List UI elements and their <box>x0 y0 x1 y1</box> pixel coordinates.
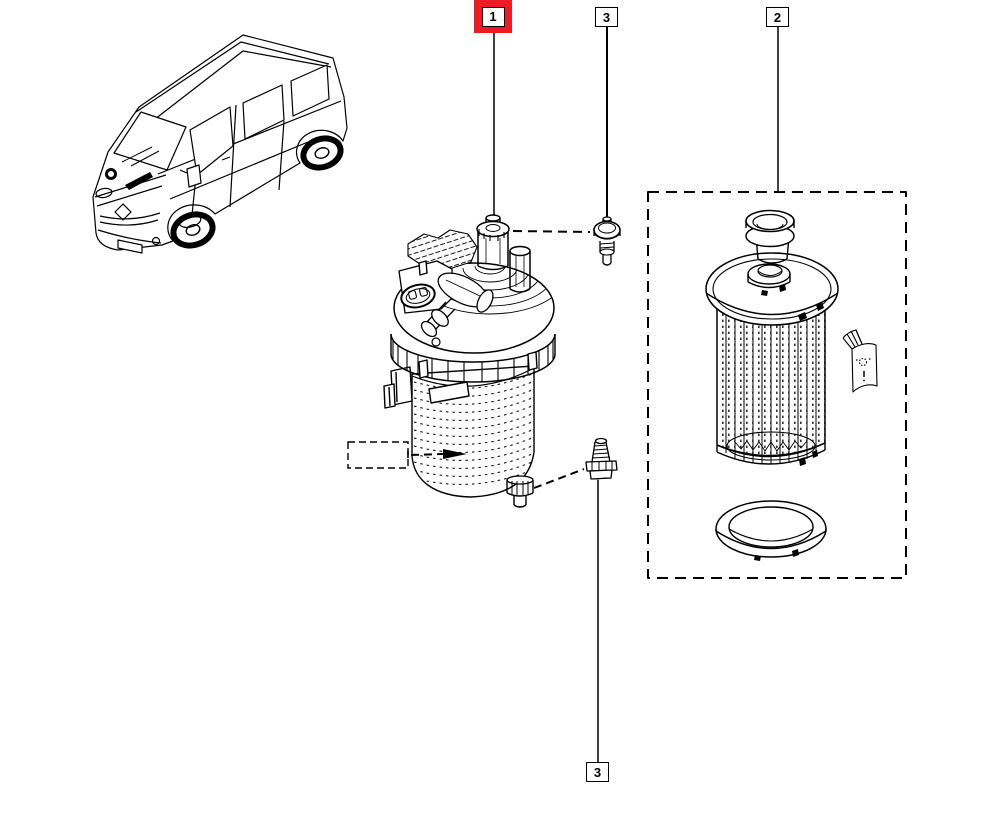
heater-cylinder <box>437 272 494 313</box>
sensor-top-dashed-leader <box>512 230 591 233</box>
van-windshield <box>113 111 187 171</box>
fuel-filter-housing-assembly[interactable] <box>383 214 565 508</box>
van-front-emblem-circle <box>105 168 117 180</box>
sensor-bottom-dashed-leader <box>533 468 585 489</box>
pointer-arrow <box>443 449 467 459</box>
instruction-booklet-icon <box>842 329 878 393</box>
van-illustration <box>92 34 348 254</box>
van-fog-light <box>151 236 161 246</box>
callout-1-label: 1 <box>489 9 497 24</box>
callout-2[interactable]: 2 <box>766 7 789 27</box>
element-cap <box>745 209 795 264</box>
central-port <box>476 214 510 271</box>
canister-curvature-hatching <box>413 373 533 485</box>
lid-hatched-surface <box>407 229 478 270</box>
van-license-plate <box>117 239 143 254</box>
hose-barb-fitting <box>420 301 456 347</box>
element-top-plate <box>705 252 839 326</box>
callout-3-top[interactable]: 3 <box>595 7 618 27</box>
van-rear-wheel <box>300 135 344 171</box>
callout-2-label: 2 <box>773 9 782 25</box>
callout-3-bottom[interactable]: 3 <box>586 762 609 782</box>
sensor-screw-top[interactable] <box>593 216 621 266</box>
van-middle-window <box>242 84 285 140</box>
callout-leader-lines <box>493 27 779 762</box>
secondary-port <box>509 245 531 293</box>
electrical-connector <box>398 260 454 314</box>
callout-3-bottom-label: 3 <box>593 764 602 780</box>
van-side-mirror <box>186 164 202 188</box>
filter-element <box>716 306 826 466</box>
callout-3-top-label: 3 <box>602 9 611 25</box>
canister-label-plate <box>428 381 470 404</box>
kit-dashed-boundary <box>647 191 907 579</box>
seal-ring <box>715 500 827 561</box>
drain-plug <box>506 475 534 508</box>
van-front-wheel <box>170 211 216 249</box>
filter-element-kit[interactable] <box>647 191 907 579</box>
empty-callout-box[interactable] <box>347 441 467 469</box>
van-rear-window <box>290 64 330 117</box>
sensor-screw-bottom[interactable] <box>585 437 618 480</box>
van-left-headlight <box>95 187 113 199</box>
callout-1[interactable]: 1 <box>481 6 505 27</box>
callout-1-highlight: 1 <box>474 0 512 33</box>
van-right-headlight <box>178 213 202 229</box>
van-renault-diamond-logo <box>114 203 132 221</box>
